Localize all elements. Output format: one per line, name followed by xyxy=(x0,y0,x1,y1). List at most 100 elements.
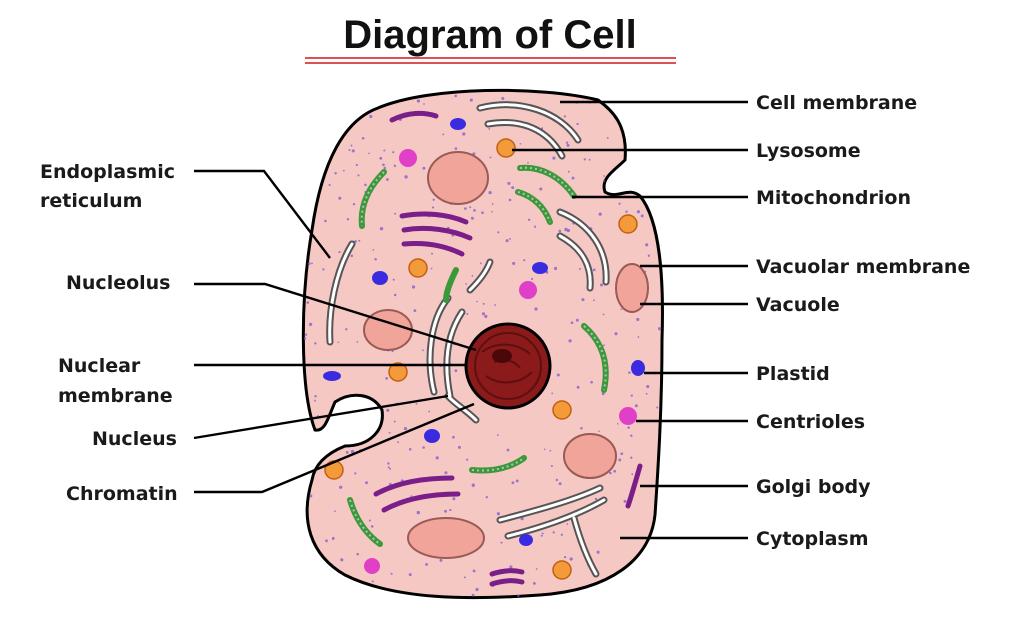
cytoplasm-granule xyxy=(558,229,562,233)
cytoplasm-granule xyxy=(393,164,397,168)
cytoplasm-granule xyxy=(484,314,488,318)
cytoplasm-granule xyxy=(331,538,334,541)
cytoplasm-granule xyxy=(523,259,526,262)
cytoplasm-granule xyxy=(554,266,558,271)
cytoplasm-granule xyxy=(306,301,310,304)
cytoplasm-granule xyxy=(563,115,567,118)
cytoplasm-granule xyxy=(471,483,475,487)
cytoplasm-granule xyxy=(324,219,327,223)
cytoplasm-granule xyxy=(357,174,360,177)
cytoplasm-granule xyxy=(466,312,469,316)
cytoplasm-granule xyxy=(454,369,458,373)
cytoplasm-granule xyxy=(379,227,384,231)
centriole-shapes xyxy=(364,149,637,574)
cytoplasm-granule xyxy=(568,339,572,343)
cytoplasm-granule xyxy=(422,349,424,352)
cytoplasm-granule xyxy=(628,371,631,374)
cytoplasm-granule xyxy=(636,317,640,322)
cytoplasm-granule xyxy=(393,293,397,297)
cytoplasm-granule xyxy=(369,114,373,119)
cytoplasm-granule xyxy=(309,494,313,498)
cytoplasm-granule xyxy=(594,497,598,501)
cytoplasm-granule xyxy=(592,268,596,272)
cytoplasm-granule xyxy=(387,466,390,469)
cytoplasm-granule xyxy=(535,568,538,570)
cytoplasm-granule xyxy=(385,377,388,380)
cytoplasm-granule xyxy=(609,471,612,475)
cytoplasm-granule xyxy=(356,552,359,556)
cytoplasm-granule xyxy=(578,267,581,271)
cytoplasm-granule xyxy=(517,594,520,597)
cytoplasm-granule xyxy=(365,481,368,485)
cytoplasm-granule xyxy=(565,141,569,144)
cytoplasm-granule xyxy=(371,580,374,583)
cytoplasm-granule xyxy=(374,257,377,261)
cytoplasm-granule xyxy=(539,187,543,191)
cytoplasm-granule xyxy=(527,161,529,164)
cytoplasm-granule xyxy=(588,158,591,161)
cytoplasm-granule xyxy=(325,539,328,543)
cytoplasm-granule xyxy=(567,170,570,173)
cytoplasm-granule xyxy=(392,278,395,281)
cytoplasm-granule xyxy=(564,227,568,232)
cytoplasm-granule xyxy=(466,458,469,461)
endoplasmic-reticulum-core xyxy=(328,103,608,576)
cytoplasm-granule xyxy=(339,485,343,489)
cytoplasm-granule xyxy=(387,462,390,465)
cytoplasm-granule xyxy=(322,268,325,271)
cytoplasm-granule xyxy=(352,202,356,206)
cytoplasm-granule xyxy=(616,422,619,425)
cytoplasm-granule xyxy=(636,210,641,214)
cytoplasm-granule xyxy=(613,469,617,473)
cytoplasm-granule xyxy=(481,211,484,214)
cytoplasm-granule xyxy=(598,212,602,216)
label-centrioles: Centrioles xyxy=(756,411,865,433)
cytoplasm-granule xyxy=(350,449,355,454)
cytoplasm-granule xyxy=(576,385,580,389)
cytoplasm-granule xyxy=(454,147,458,150)
diagram-title: Diagram of Cell xyxy=(343,13,636,57)
cytoplasm-granule xyxy=(533,225,537,228)
cytoplasm-granule xyxy=(593,299,595,302)
cytoplasm-granule xyxy=(370,525,374,528)
cytoplasm-granule xyxy=(413,309,417,312)
cytoplasm-granule xyxy=(506,448,510,452)
cytoplasm-granule xyxy=(640,214,644,218)
cytoplasm-granule xyxy=(575,318,579,322)
cytoplasm-granule xyxy=(556,373,560,377)
leader-lines xyxy=(193,100,748,540)
cytoplasm-granule xyxy=(599,283,604,287)
cytoplasm-granule xyxy=(625,210,628,213)
label-nucleus: Nucleus xyxy=(92,428,177,450)
cytoplasm-granule xyxy=(389,467,392,470)
cytoplasm-granule xyxy=(350,144,353,147)
cytoplasm-granule xyxy=(527,218,531,221)
cytoplasm-granule xyxy=(308,322,313,327)
cytoplasm-granule xyxy=(403,426,408,431)
cytoplasm-granule xyxy=(442,133,445,136)
cytoplasm-granule xyxy=(338,251,341,254)
cytoplasm-granule xyxy=(590,380,593,384)
cytoplasm-granule xyxy=(602,344,605,347)
cytoplasm-granule xyxy=(452,497,456,501)
cytoplasm-granule xyxy=(471,593,475,597)
cytoplasm-granule xyxy=(512,261,516,265)
cytoplasm-granule xyxy=(566,523,569,525)
label-endoplasmic-reticulum-line2: reticulum xyxy=(40,190,142,212)
label-lysosome: Lysosome xyxy=(756,140,861,162)
cytoplasm-granule xyxy=(551,392,554,395)
cytoplasm-granule xyxy=(328,183,331,187)
cytoplasm-granule xyxy=(630,394,633,397)
cytoplasm-granule xyxy=(596,550,600,554)
cytoplasm-granule xyxy=(356,341,359,343)
cytoplasm-granule xyxy=(303,337,307,340)
cytoplasm-granule xyxy=(630,434,633,437)
cytoplasm-granule xyxy=(334,510,336,513)
cytoplasm-granule xyxy=(411,285,416,289)
cytoplasm-granule xyxy=(463,576,466,579)
cytoplasm-granule xyxy=(552,531,555,534)
cytoplasm-granule xyxy=(570,321,574,325)
cytoplasm-granule xyxy=(630,456,633,459)
cytoplasm-granule xyxy=(337,341,340,344)
cytoplasm-granule xyxy=(647,254,651,257)
